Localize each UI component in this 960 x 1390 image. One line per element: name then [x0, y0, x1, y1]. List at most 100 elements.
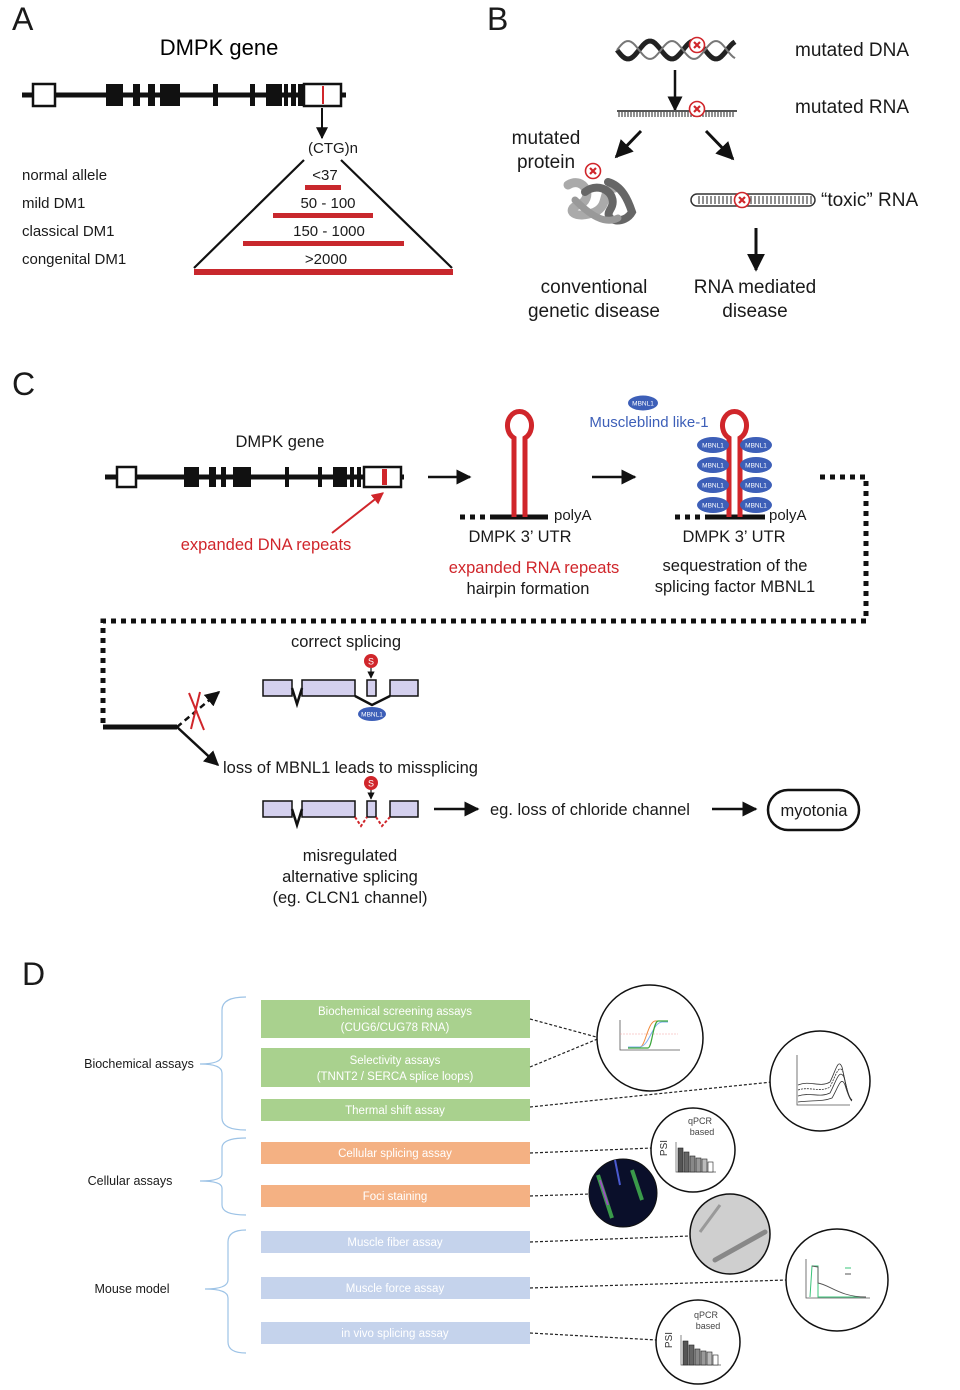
assay-label: Thermal shift assay	[345, 1105, 445, 1117]
assay-label: (TNNT2 / SERCA splice loops)	[317, 1071, 474, 1083]
utr-exon	[31, 82, 57, 108]
panel-label-d: D	[22, 956, 45, 992]
group-biochemical: Biochemical assays Biochemical screening…	[84, 996, 530, 1131]
mbnl1-protein	[697, 437, 729, 453]
assay-label: Biochemical screening assays	[318, 1006, 472, 1018]
exon	[301, 800, 356, 818]
mbnl1-label: MBNL1	[745, 503, 767, 510]
assay-label: Muscle force assay	[346, 1283, 445, 1295]
conventional-disease-label: conventional	[541, 277, 648, 298]
exon	[209, 467, 216, 487]
mbnl1-label: MBNL1	[745, 463, 767, 470]
bar	[689, 1155, 696, 1173]
exon	[357, 467, 361, 487]
sequestration-label: sequestration of the	[663, 557, 808, 575]
assay-box	[261, 1099, 530, 1121]
missplice-mark	[354, 816, 391, 828]
blocked-arrow-icon	[176, 691, 221, 728]
toxic-rna-label: “toxic” RNA	[821, 190, 918, 211]
bar	[682, 1340, 689, 1366]
exon	[389, 679, 419, 697]
exon	[350, 467, 354, 487]
allele-label: normal allele	[22, 167, 107, 184]
utr-label: DMPK 3’ UTR	[683, 528, 786, 546]
arrow-icon	[704, 129, 735, 161]
mbnl1-label: MBNL1	[632, 401, 654, 408]
exon	[262, 679, 293, 697]
rna-strand-icon	[617, 100, 737, 118]
assay-label: Cellular splicing assay	[338, 1148, 452, 1160]
repeat-mark	[382, 469, 387, 485]
exon	[213, 84, 218, 106]
bar	[712, 1354, 719, 1366]
exon	[106, 84, 123, 106]
exon	[250, 84, 255, 106]
group-label: Mouse model	[94, 1282, 169, 1296]
bar	[688, 1344, 695, 1366]
mbnl1-protein	[740, 437, 772, 453]
correct-splicing-label: correct splicing	[291, 633, 401, 651]
mbnl1-protein	[740, 477, 772, 493]
dmpk-gene-diagram	[105, 465, 404, 489]
mbnl1-protein: MBNL1	[358, 707, 386, 721]
mbnl1-label: MBNL1	[702, 483, 724, 490]
exon	[301, 679, 356, 697]
chloride-label: eg. loss of chloride channel	[490, 801, 690, 819]
bar	[701, 1158, 708, 1173]
exon	[366, 679, 377, 697]
inset-thermal-shift-chart	[769, 1030, 871, 1132]
bar	[695, 1157, 702, 1173]
leader-lines	[529, 1018, 788, 1341]
rna-hairpin-icon	[460, 409, 548, 520]
inset-muscle-fiber-image	[689, 1193, 771, 1275]
mbnl1-protein	[697, 497, 729, 513]
sequestration-label: splicing factor MBNL1	[655, 578, 815, 596]
mutated-protein-label: mutated	[512, 128, 581, 149]
arrow-icon	[176, 726, 220, 767]
arrow-icon	[614, 129, 643, 159]
allele-label: classical DM1	[22, 223, 115, 240]
muscleblind-label: Muscleblind like-1	[589, 414, 708, 431]
dna-helix-icon	[615, 36, 737, 62]
mbnl1-protein	[697, 457, 729, 473]
utr-label: DMPK 3’ UTR	[469, 528, 572, 546]
inset-text: PSI	[659, 1140, 670, 1156]
bar	[707, 1161, 714, 1173]
assay-label: Muscle fiber assay	[347, 1237, 442, 1249]
range-label: 50 - 100	[300, 195, 355, 212]
exon	[262, 800, 293, 818]
rna-disease-label: disease	[722, 301, 788, 322]
inset-text: PSI	[664, 1332, 675, 1348]
dotted-connector	[100, 474, 869, 725]
allele-list: normal allele mild DM1 classical DM1 con…	[22, 167, 126, 268]
polya-label: polyA	[554, 507, 592, 524]
bar	[677, 1147, 684, 1173]
assay-box	[261, 1185, 530, 1207]
mbnl1-label: MBNL1	[745, 443, 767, 450]
panel-a: A DMPK gene (CTG)n normal allele mild DM…	[12, 1, 453, 275]
misregulated-label: alternative splicing	[282, 868, 418, 886]
allele-label: mild DM1	[22, 195, 85, 212]
panel-label-b: B	[487, 1, 508, 37]
inset-qpcr-chart: qPCR based PSI	[650, 1107, 736, 1193]
hairpin-label: hairpin formation	[467, 580, 590, 598]
mbnl1-label: MBNL1	[702, 463, 724, 470]
expanded-dna-label: expanded DNA repeats	[181, 536, 352, 554]
repeat-mark	[322, 86, 324, 104]
exon	[266, 84, 282, 106]
assay-label: Selectivity assays	[350, 1055, 441, 1067]
assay-box	[261, 1142, 530, 1164]
exon	[233, 467, 251, 487]
exon	[285, 467, 289, 487]
group-cellular: Cellular assays Cellular splicing assay …	[88, 1137, 530, 1216]
cross-icon	[188, 691, 205, 731]
splice-site-label: S	[368, 779, 374, 789]
exon	[284, 84, 288, 106]
panel-label-c: C	[12, 366, 35, 402]
mbnl1-protein	[740, 457, 772, 473]
repeat-ranges: <37 50 - 100 150 - 1000 >2000	[194, 167, 453, 275]
exon	[221, 467, 226, 487]
mutated-protein-label: protein	[517, 152, 575, 173]
exon	[318, 467, 322, 487]
